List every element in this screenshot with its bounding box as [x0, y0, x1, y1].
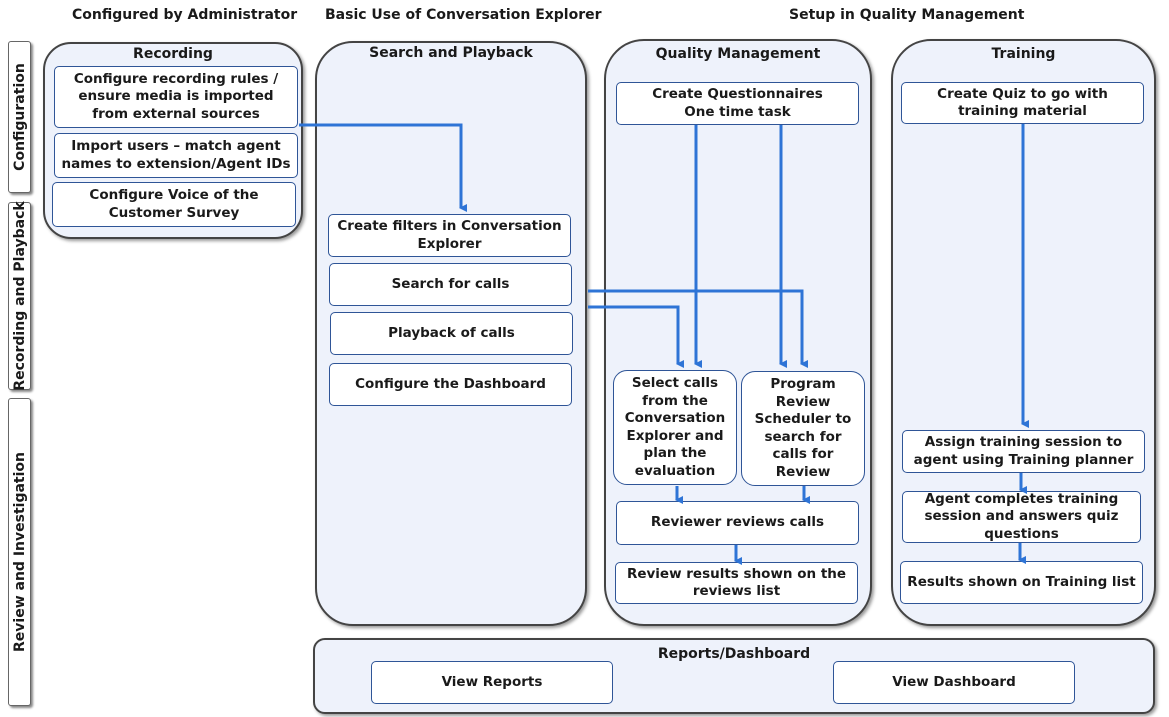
box-review-results: Review results shown on the reviews list: [615, 562, 858, 604]
box-configure-dashboard: Configure the Dashboard: [329, 363, 572, 406]
lane-search-playback-title: Search and Playback: [369, 45, 533, 61]
box-create-quiz: Create Quiz to go with training material: [901, 82, 1144, 124]
box-select-calls: Select calls from the Conversation Explo…: [613, 370, 737, 485]
header-admin: Configured by Administrator: [72, 7, 298, 23]
box-create-filters: Create filters in Conversation Explorer: [328, 214, 571, 257]
box-configure-voc-survey: Configure Voice of the Customer Survey: [52, 182, 296, 227]
header-quality: Setup in Quality Management: [789, 7, 1025, 23]
box-training-results: Results shown on Training list: [900, 561, 1143, 604]
box-reviewer-reviews-calls: Reviewer reviews calls: [616, 501, 859, 545]
box-program-review-scheduler: Program Review Scheduler to search for c…: [741, 371, 865, 486]
box-agent-completes-training: Agent completes training session and ans…: [902, 491, 1141, 543]
box-create-questionnaires: Create Questionnaires One time task: [616, 82, 859, 125]
box-configure-recording-rules: Configure recording rules / ensure media…: [54, 66, 298, 128]
row-label-recording-text: Recording and Playback: [11, 201, 28, 391]
box-assign-training: Assign training session to agent using T…: [902, 430, 1145, 473]
lane-recording-title: Recording: [133, 46, 213, 62]
lane-training-title: Training: [991, 46, 1056, 62]
lane-quality-management-title: Quality Management: [655, 46, 821, 62]
header-explorer: Basic Use of Conversation Explorer: [325, 7, 602, 23]
row-label-configuration: Configuration: [8, 41, 31, 193]
row-label-review-text: Review and Investigation: [11, 452, 28, 652]
box-import-users: Import users – match agent names to exte…: [54, 133, 298, 178]
row-label-configuration-text: Configuration: [11, 63, 28, 171]
row-label-review: Review and Investigation: [8, 398, 31, 706]
box-view-dashboard: View Dashboard: [833, 661, 1075, 704]
lane-reports-dashboard-title: Reports/Dashboard: [657, 646, 811, 662]
row-label-recording: Recording and Playback: [8, 201, 31, 391]
box-playback-of-calls: Playback of calls: [330, 312, 573, 355]
box-view-reports: View Reports: [371, 661, 613, 704]
box-search-for-calls: Search for calls: [329, 263, 572, 306]
